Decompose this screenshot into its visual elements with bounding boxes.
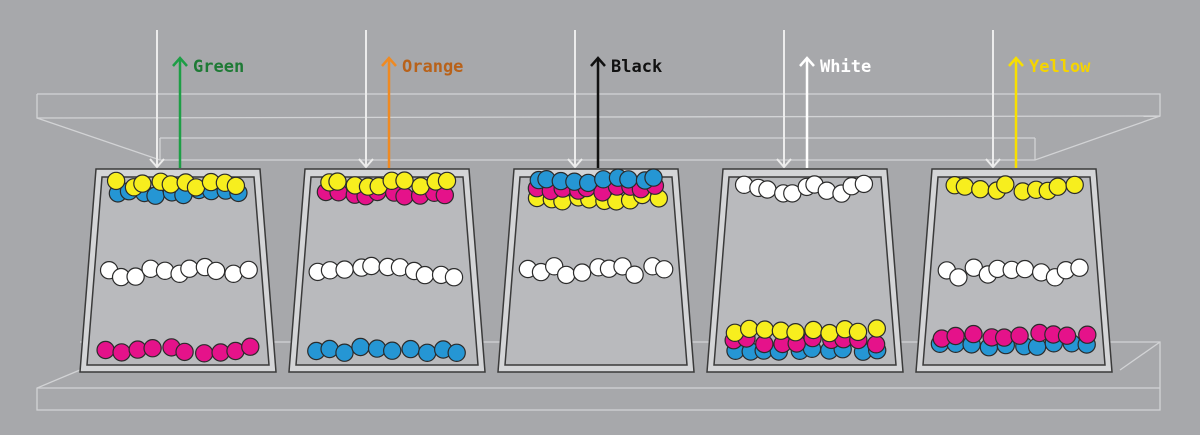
- yellow-ball: [395, 171, 414, 190]
- yellow-ball: [740, 319, 759, 339]
- white-ball: [949, 268, 968, 287]
- bin-yellow: Yellow: [915, 30, 1113, 373]
- ball-layer: [937, 258, 1089, 287]
- arrow-down-icon: [776, 158, 792, 169]
- yellow-ball: [755, 320, 775, 339]
- white-ball: [625, 265, 644, 284]
- yellow-ball: [328, 172, 347, 191]
- ball-layer: [945, 175, 1084, 201]
- bin-label: Black: [611, 57, 662, 77]
- ball-layer: [724, 319, 887, 361]
- bin-white: White: [706, 30, 904, 373]
- arrow-down-icon: [358, 158, 374, 169]
- yellow-ball: [437, 171, 457, 191]
- blue-ball: [644, 168, 663, 187]
- yellow-ball: [106, 171, 126, 191]
- magenta-ball: [194, 344, 214, 363]
- yellow-ball: [804, 320, 823, 340]
- yellow-ball: [848, 322, 868, 342]
- ball-layer: [518, 257, 674, 285]
- arrow-down-icon: [985, 158, 1001, 169]
- white-ball: [206, 261, 226, 281]
- bin-orange: Orange: [288, 30, 486, 373]
- arrow-up-icon: [172, 56, 188, 67]
- magenta-ball: [946, 326, 965, 346]
- magenta-ball: [866, 335, 886, 354]
- yellow-ball: [996, 175, 1015, 194]
- blue-ball: [351, 337, 370, 357]
- magenta-ball: [964, 324, 983, 344]
- arrow-up-icon: [799, 56, 815, 67]
- magenta-ball: [395, 187, 414, 206]
- bin-black: Black: [497, 30, 695, 373]
- ball-layer: [734, 174, 874, 203]
- ball-layer: [99, 257, 258, 287]
- blue-ball: [447, 343, 466, 362]
- blue-ball: [335, 343, 354, 362]
- white-ball: [557, 265, 576, 285]
- yellow-ball: [1048, 177, 1068, 196]
- magenta-ball: [1057, 326, 1077, 345]
- magenta-ball: [995, 328, 1014, 347]
- magenta-ball: [96, 340, 115, 360]
- magenta-ball: [241, 337, 260, 356]
- ball-layer: [316, 171, 457, 206]
- white-ball: [180, 259, 199, 278]
- white-ball: [1015, 259, 1035, 279]
- yellow-ball: [1065, 175, 1084, 195]
- ball-layer: [307, 337, 466, 362]
- arrow-up-icon: [381, 56, 397, 67]
- bin-label: Yellow: [1029, 57, 1091, 77]
- magenta-ball: [143, 339, 162, 358]
- ball-layer: [308, 256, 464, 287]
- bin-green: Green: [79, 30, 277, 373]
- white-ball: [415, 265, 435, 285]
- white-ball: [239, 260, 258, 280]
- arrow-up-icon: [1008, 56, 1024, 67]
- white-ball: [335, 260, 354, 279]
- arrow-up-icon: [590, 56, 606, 67]
- magenta-ball: [112, 343, 131, 362]
- blue-ball: [579, 173, 598, 193]
- bin-label: Orange: [402, 57, 463, 77]
- bin-label: White: [820, 57, 871, 77]
- white-ball: [224, 264, 243, 283]
- blue-ball: [401, 339, 420, 359]
- blue-ball: [383, 341, 402, 360]
- magenta-ball: [1010, 326, 1029, 345]
- white-ball: [444, 268, 464, 287]
- bin-label: Green: [193, 57, 244, 77]
- blue-ball: [418, 343, 437, 362]
- magenta-ball: [175, 342, 194, 362]
- arrow-down-icon: [149, 158, 165, 169]
- yellow-ball: [226, 176, 246, 196]
- white-ball: [758, 180, 777, 199]
- yellow-ball: [786, 323, 805, 342]
- arrow-down-icon: [567, 158, 583, 169]
- blue-ball: [367, 339, 387, 358]
- ball-layer: [527, 168, 669, 211]
- white-ball: [126, 267, 145, 286]
- yellow-ball: [971, 179, 990, 199]
- magenta-ball: [1078, 325, 1097, 344]
- yellow-ball: [867, 319, 887, 338]
- yellow-ball: [955, 177, 975, 196]
- yellow-ball: [820, 323, 839, 343]
- white-ball: [655, 260, 674, 279]
- ball-layer: [96, 337, 260, 363]
- white-ball: [854, 174, 874, 194]
- ball-layer: [930, 323, 1097, 357]
- white-ball: [572, 263, 592, 282]
- yellow-ball: [133, 174, 152, 193]
- ball-layer: [106, 171, 248, 205]
- blue-ball: [619, 170, 638, 189]
- white-ball: [362, 256, 381, 276]
- white-ball: [1070, 258, 1089, 277]
- bin-interior: [713, 176, 897, 366]
